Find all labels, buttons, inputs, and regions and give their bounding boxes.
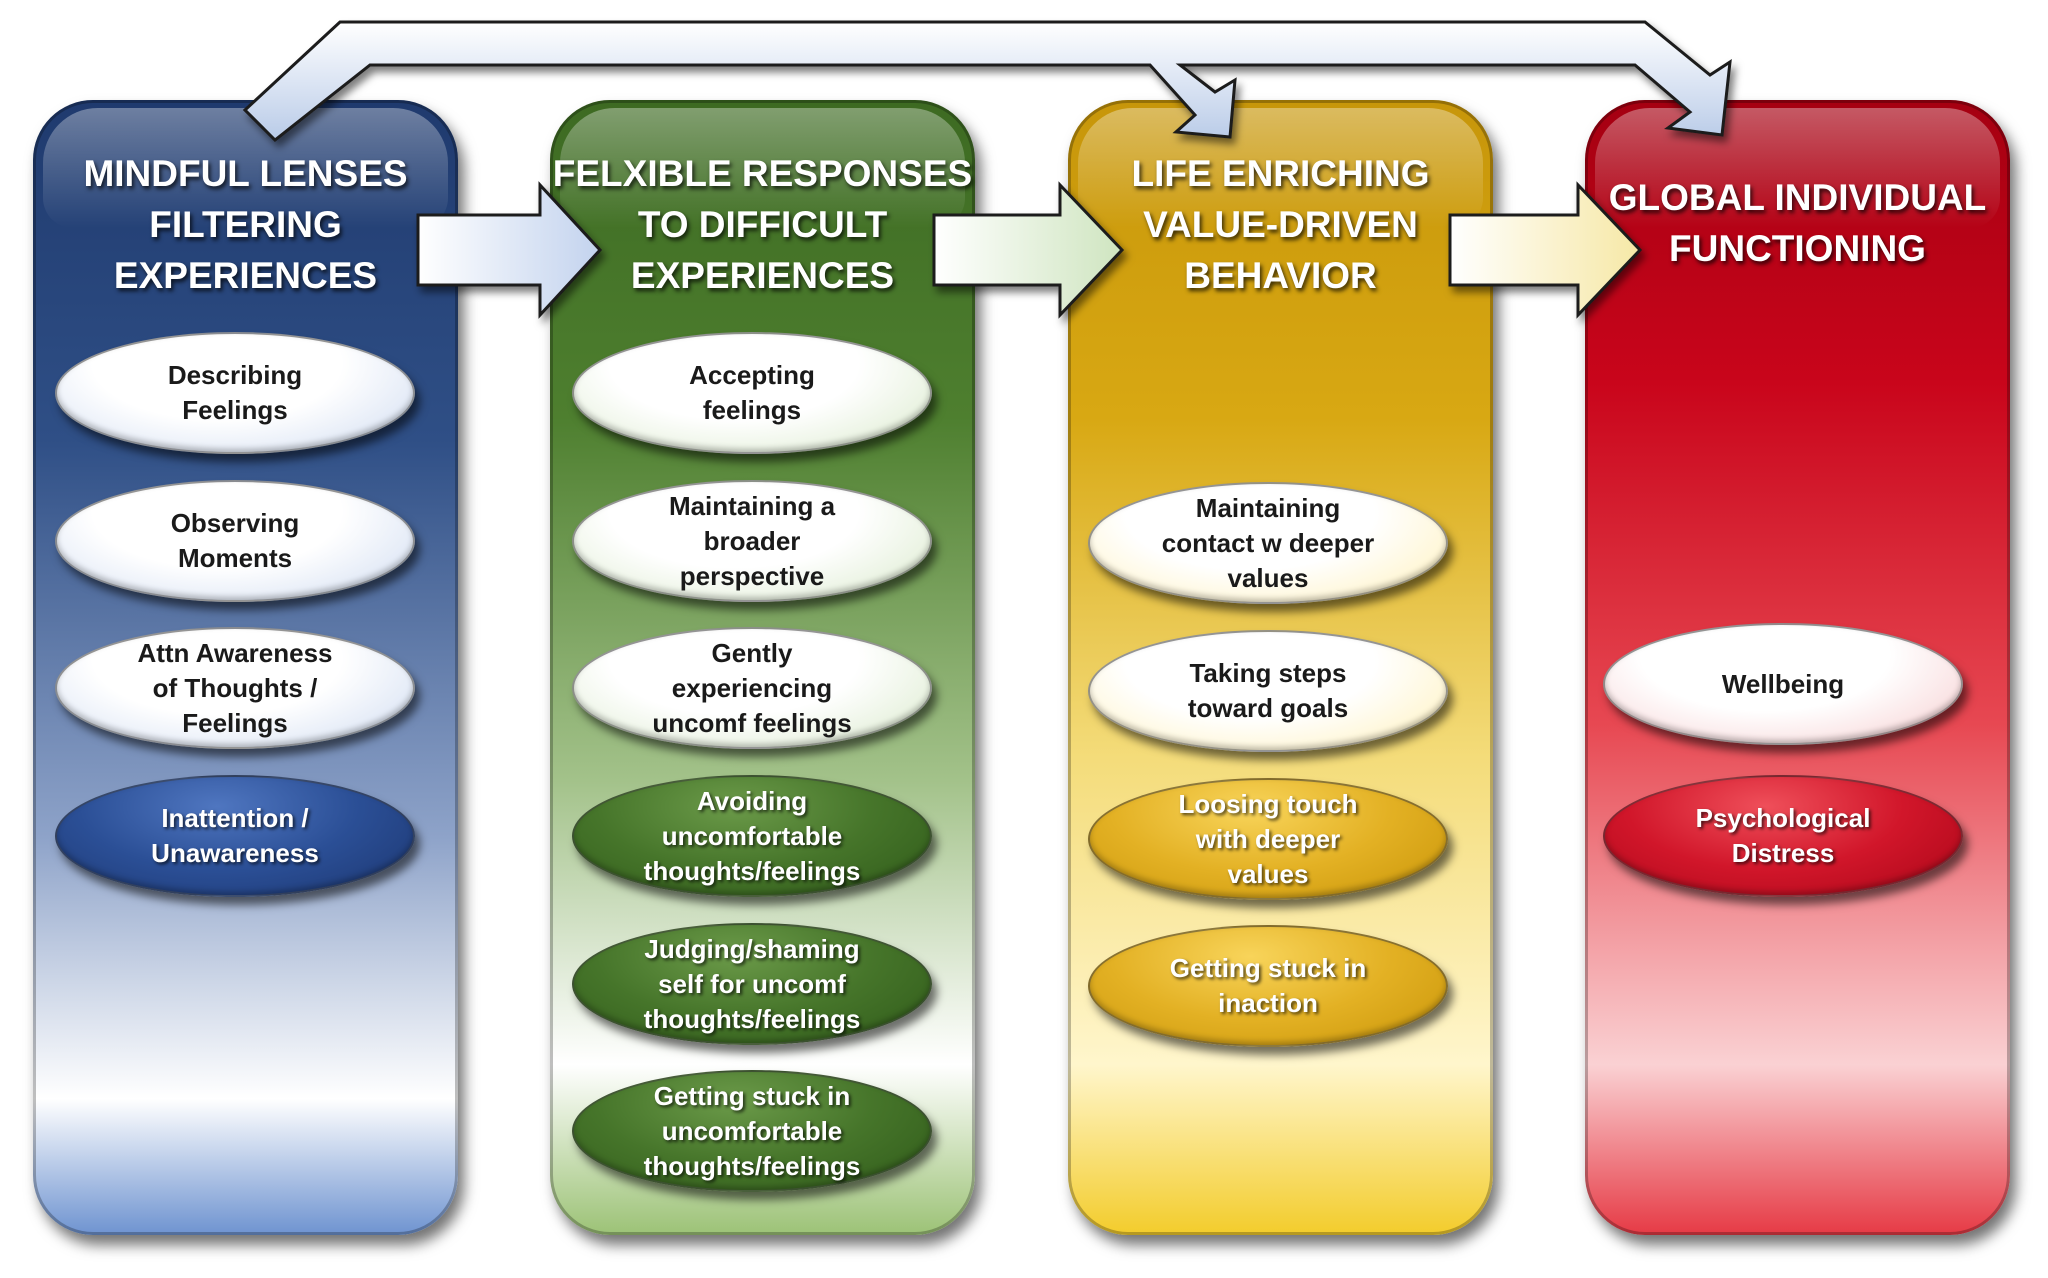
oval-taking-steps: Taking steps toward goals <box>1088 630 1448 752</box>
oval-accepting-feelings: Accepting feelings <box>572 332 932 454</box>
oval-inattention: Inattention / Unawareness <box>55 775 415 897</box>
oval-loosing-touch: Loosing touch with deeper values <box>1088 778 1448 900</box>
arrow-right-3 <box>1448 181 1643 319</box>
oval-gently-experiencing: Gently experiencing uncomf feelings <box>572 627 932 749</box>
oval-avoiding: Avoiding uncomfortable thoughts/feelings <box>572 775 932 897</box>
oval-judging-shaming: Judging/shaming self for uncomf thoughts… <box>572 923 932 1045</box>
title-life-enriching: LIFE ENRICHING VALUE-DRIVEN BEHAVIOR <box>1131 153 1430 296</box>
oval-describing-feelings: Describing Feelings <box>55 332 415 454</box>
oval-maintaining-contact: Maintaining contact w deeper values <box>1088 482 1448 604</box>
arrow-right-1 <box>416 181 603 319</box>
title-flexible-responses: FELXIBLE RESPONSES TO DIFFICULT EXPERIEN… <box>552 153 973 296</box>
oval-attn-awareness: Attn Awareness of Thoughts / Feelings <box>55 627 415 749</box>
oval-getting-stuck-thoughts: Getting stuck in uncomfortable thoughts/… <box>572 1070 932 1192</box>
oval-psychological-distress: Psychological Distress <box>1603 775 1963 897</box>
oval-wellbeing: Wellbeing <box>1603 623 1963 745</box>
oval-stuck-inaction: Getting stuck in inaction <box>1088 925 1448 1047</box>
oval-broader-perspective: Maintaining a broader perspective <box>572 480 932 602</box>
title-global-functioning: GLOBAL INDIVIDUAL FUNCTIONING <box>1608 177 1987 269</box>
arrow-top-bracket <box>242 20 1732 143</box>
arrow-right-2 <box>932 181 1125 319</box>
oval-observing-moments: Observing Moments <box>55 480 415 602</box>
title-mindful-lenses: MINDFUL LENSES FILTERING EXPERIENCES <box>83 153 408 296</box>
